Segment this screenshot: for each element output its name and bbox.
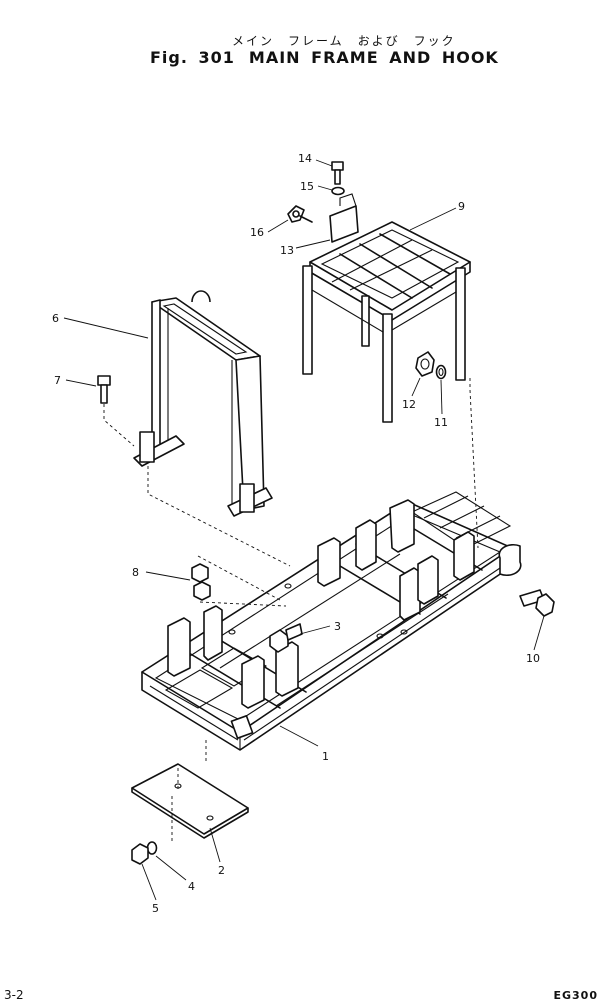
- cover-plate-part-2: [131, 763, 249, 839]
- bolt-part-3: [269, 623, 303, 653]
- svg-text:10: 10: [526, 652, 540, 665]
- frame-mounts: [167, 499, 475, 709]
- figure-name: MAIN FRAME AND HOOK: [248, 48, 499, 67]
- bolt-part-14: [331, 161, 344, 185]
- nuts-part-8: [191, 563, 211, 601]
- svg-text:11: 11: [434, 416, 448, 429]
- callout-11: 11: [434, 379, 448, 429]
- figure-title: Fig. 301 MAIN FRAME AND HOOK: [150, 48, 499, 67]
- clamp-bracket-part-13: [329, 193, 359, 243]
- callout-9: 9: [409, 200, 465, 231]
- washer-part-4: [146, 841, 158, 855]
- svg-text:8: 8: [132, 566, 139, 579]
- callout-8: 8: [132, 566, 191, 581]
- callout-2: 2: [209, 827, 225, 877]
- svg-text:13: 13: [280, 244, 294, 257]
- nut-part-5: [131, 843, 149, 865]
- callout-16: 16: [250, 219, 289, 239]
- svg-text:2: 2: [218, 864, 225, 877]
- svg-text:4: 4: [188, 880, 195, 893]
- callout-10: 10: [526, 615, 545, 665]
- svg-text:15: 15: [300, 180, 314, 193]
- main-frame-part-1: [141, 491, 522, 751]
- callout-14: 14: [298, 152, 333, 167]
- svg-text:14: 14: [298, 152, 312, 165]
- svg-text:9: 9: [458, 200, 465, 213]
- bolt-part-10: [519, 589, 555, 617]
- svg-text:7: 7: [54, 374, 61, 387]
- svg-text:6: 6: [52, 312, 59, 325]
- washer-part-15: [331, 186, 345, 196]
- lifting-stand-part-6: [133, 290, 273, 517]
- callout-7: 7: [54, 374, 97, 387]
- japanese-title: メイン フレーム および フック: [232, 34, 456, 48]
- nut-part-12: [415, 351, 435, 377]
- callout-12: 12: [402, 377, 421, 411]
- svg-text:16: 16: [250, 226, 264, 239]
- callout-15: 15: [300, 180, 333, 193]
- svg-text:1: 1: [322, 750, 329, 763]
- svg-text:12: 12: [402, 398, 416, 411]
- callout-5: 5: [141, 863, 159, 915]
- svg-text:3: 3: [334, 620, 341, 633]
- model-code: EG300: [553, 989, 598, 1002]
- upper-frame-part-9: [302, 221, 471, 423]
- callout-6: 6: [52, 312, 149, 339]
- callout-13: 13: [280, 239, 331, 257]
- wing-bolt-part-16: [287, 205, 313, 223]
- callout-4: 4: [155, 855, 195, 893]
- svg-text:5: 5: [152, 902, 159, 915]
- figure-number: Fig. 301: [150, 48, 235, 67]
- callout-3: 3: [299, 620, 341, 635]
- bolt-part-7: [97, 375, 111, 404]
- washer-part-11: [435, 364, 447, 380]
- callout-1: 1: [279, 725, 329, 763]
- page-number: 3-2: [4, 988, 24, 1002]
